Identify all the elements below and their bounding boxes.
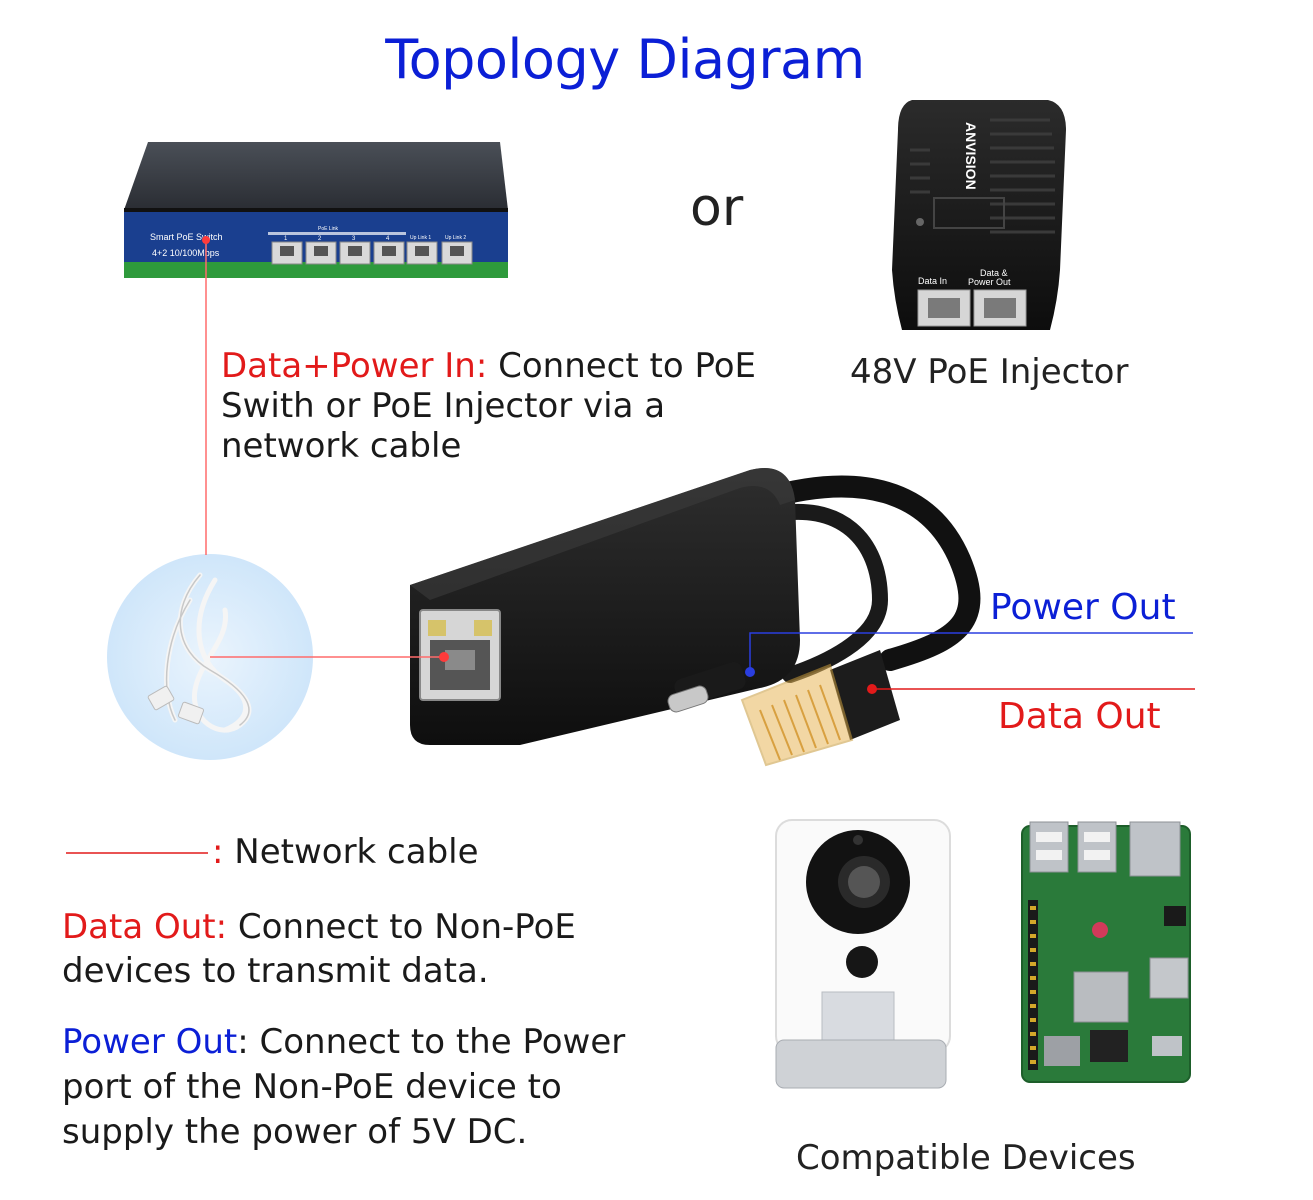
switch-label-1: Smart PoE Switch [150, 232, 223, 242]
power-out-callout-line [749, 632, 1193, 672]
switch-label-2: 4+2 10/100Mbps [152, 248, 220, 258]
switch-poe-link-label: PoE Link [318, 226, 339, 232]
data-out-desc-line2: devices to transmit data. [62, 951, 489, 991]
data-out-desc-line1: Connect to Non-PoE [227, 907, 576, 947]
poe-switch: Smart PoE Switch 4+2 10/100Mbps PoE Link… [124, 142, 508, 278]
power-out-callout-label: Power Out [990, 587, 1176, 628]
ip-camera [775, 819, 951, 1089]
callout-lines [66, 236, 1195, 854]
switch-port-2: 2 [318, 236, 322, 242]
legend-label: Network cable [223, 832, 479, 872]
data-power-in-label: Data+Power In: [221, 346, 488, 386]
data-out-desc-label: Data Out: [62, 907, 228, 947]
legend-network-cable: : Network cable [212, 832, 479, 872]
injector-brand: ANVISION [963, 122, 979, 190]
injector-port-out-label-1: Data & [980, 268, 1008, 278]
injector-caption: 48V PoE Injector [850, 352, 1129, 392]
cable-dot-splitter [439, 652, 449, 662]
page-title: Topology Diagram [385, 28, 865, 91]
power-out-desc-line2: port of the Non-PoE device to [62, 1067, 562, 1107]
data-power-in-line2: Swith or PoE Injector via a [221, 386, 666, 426]
power-out-desc-label: Power Out [62, 1022, 238, 1062]
power-out-description: Power Out: Connect to the Power port of … [62, 1020, 742, 1155]
switch-uplink1-label: Up Link 1 [410, 235, 431, 241]
injector-port-in-label: Data In [918, 276, 947, 286]
or-label: or [690, 178, 744, 238]
data-out-description: Data Out: Connect to Non-PoE devices to … [62, 907, 702, 991]
switch-port-4: 4 [386, 236, 390, 242]
injector-port-out-label-2: Power Out [968, 277, 1011, 287]
data-out-callout-label: Data Out [998, 696, 1161, 737]
power-out-desc-line1: : Connect to the Power [237, 1022, 626, 1062]
legend-colon: : [212, 832, 224, 872]
poe-splitter [410, 468, 981, 767]
data-power-in-line1: Connect to PoE [487, 346, 757, 386]
power-out-desc-line3: supply the power of 5V DC. [62, 1112, 528, 1152]
data-power-in-description: Data+Power In: Connect to PoE Swith or P… [221, 346, 821, 466]
poe-injector: ANVISION Data In Data & Power Out [892, 100, 1066, 330]
cable-dot-switch [202, 236, 210, 244]
data-power-in-line3: network cable [221, 426, 462, 466]
power-out-dot [745, 667, 755, 677]
compatible-devices-caption: Compatible Devices [796, 1138, 1136, 1178]
data-out-dot [867, 684, 877, 694]
raspberry-pi-board [1021, 821, 1191, 1083]
switch-port-3: 3 [352, 236, 356, 242]
switch-port-1: 1 [284, 236, 288, 242]
switch-uplink2-label: Up Link 2 [445, 235, 466, 241]
